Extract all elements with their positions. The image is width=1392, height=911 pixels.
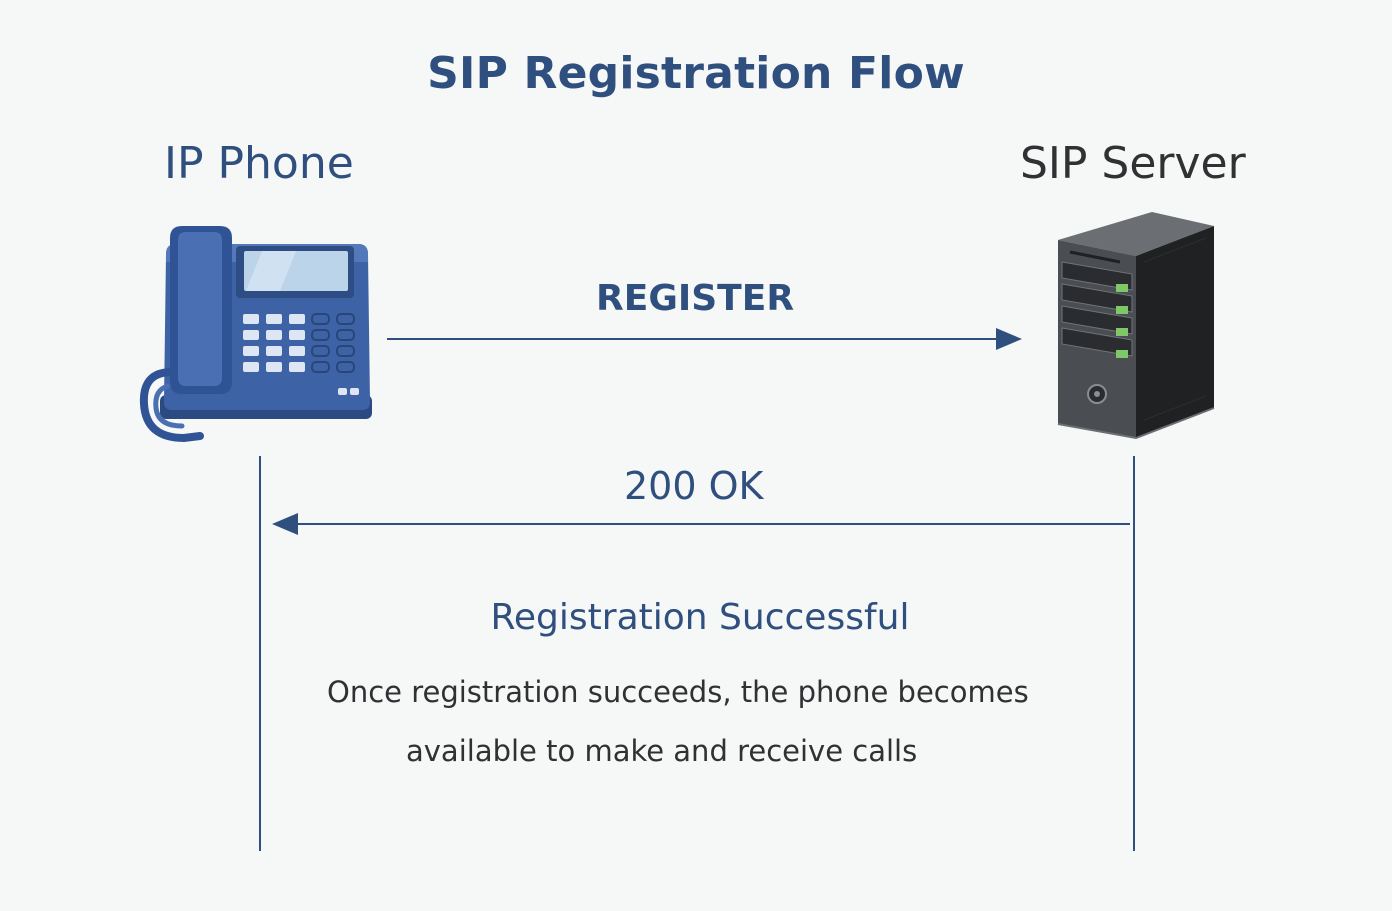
register-message-label: REGISTER [596,278,795,319]
result-description-line-1: Once registration succeeds, the phone be… [327,675,1029,709]
ip-phone-label: IP Phone [164,138,354,189]
ok-arrow [272,513,1130,535]
ok-message-label: 200 OK [624,464,764,508]
result-heading: Registration Successful [490,597,910,638]
sip-server-label: SIP Server [1020,138,1246,189]
result-description-line-2: available to make and receive calls [406,734,918,768]
register-arrow [387,328,1022,350]
diagram-title: SIP Registration Flow [427,48,965,99]
